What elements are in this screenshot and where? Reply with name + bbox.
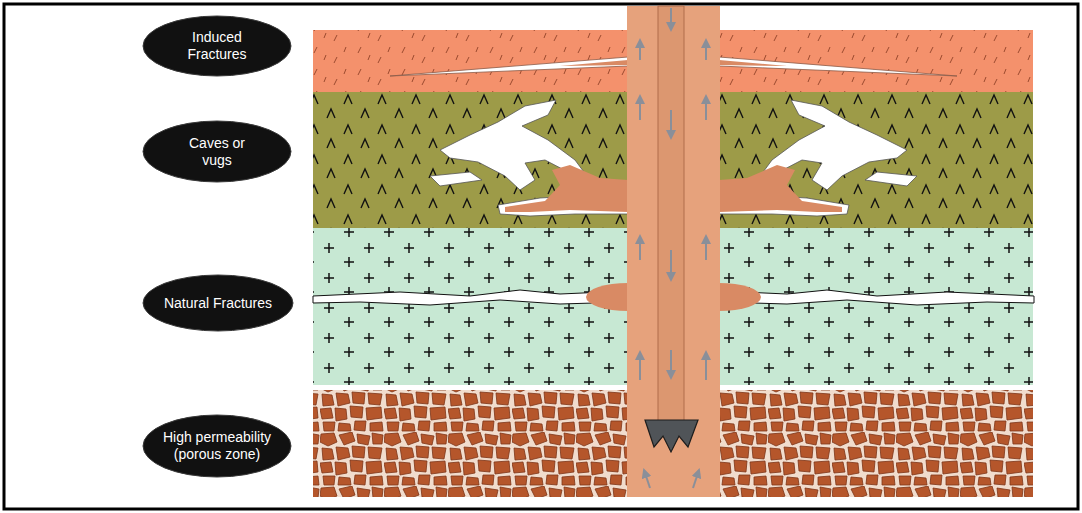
wellbore [627,6,720,497]
zone-label-oval: High permeability (porous zone) [142,414,292,478]
zone-label: High permeability (porous zone) [152,429,282,463]
oval-fill [143,275,293,331]
oval-fill [143,121,291,182]
mud-invasion [560,60,628,66]
zone-label: Natural Fractures [164,295,272,312]
loss-features-mirror [677,57,1034,311]
loss-features [313,57,670,311]
vug [430,172,482,186]
natural-fracture [313,290,628,305]
zone-label: Induced Fractures [167,29,267,63]
mud-invasion [505,165,628,212]
induced-fracture [390,57,628,76]
flow-arrows [640,8,706,488]
zone-label: Caves or vugs [177,135,257,169]
oval-fill [143,16,291,76]
drill-bit [645,420,698,452]
oval-fill [143,415,291,477]
annulus [627,6,720,497]
zone-label-oval: Caves or vugs [142,120,292,183]
figure-border [4,4,1078,509]
zone-label-oval: Induced Fractures [142,15,292,77]
drill-pipe [658,6,684,424]
zone-label-oval: Natural Fractures [142,274,294,332]
